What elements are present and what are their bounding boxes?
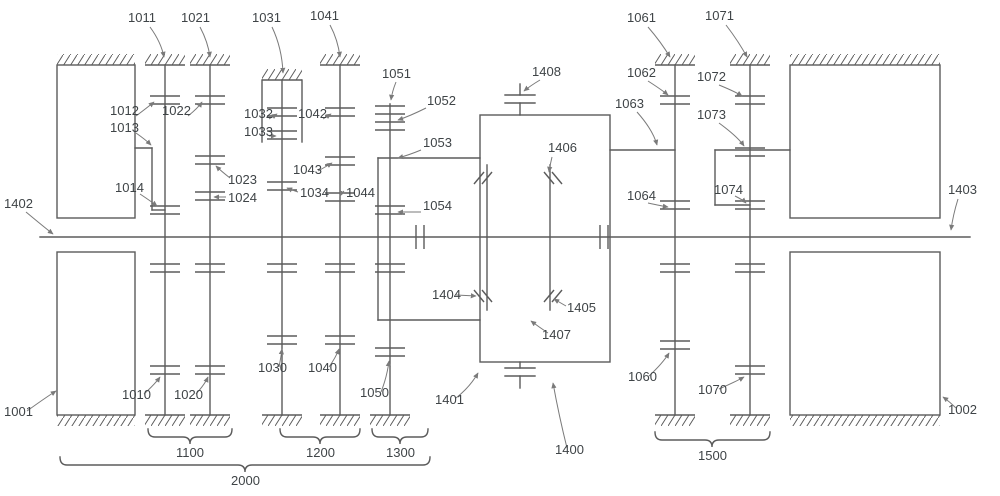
label-1408: 1408 (532, 64, 561, 79)
label-1043: 1043 (293, 162, 322, 177)
bevel-gear-bottom-right-1405 (543, 289, 563, 303)
label-1402: 1402 (4, 196, 33, 211)
label-1050: 1050 (360, 385, 389, 400)
ground-bottom-282 (261, 414, 303, 427)
label-1044: 1044 (346, 185, 375, 200)
label-1024: 1024 (228, 190, 257, 205)
left-housing-block (56, 54, 136, 426)
bevel-gear-top-right-1406 (543, 171, 563, 185)
label-1074: 1074 (714, 182, 743, 197)
label-1012: 1012 (110, 103, 139, 118)
brace-1500 (654, 431, 771, 448)
label-1034: 1034 (300, 185, 329, 200)
bottom-clutch-1400 (504, 361, 536, 389)
differential-assembly (473, 83, 611, 389)
connector-links (134, 79, 791, 321)
leader-lines (25, 24, 959, 449)
ground-bottom-675 (654, 414, 696, 427)
label-1300: 1300 (386, 445, 415, 460)
label-1200: 1200 (306, 445, 335, 460)
ground-bottom-340 (319, 414, 361, 427)
brace-2000 (59, 456, 431, 473)
label-1040: 1040 (308, 360, 337, 375)
ground-1071 (729, 53, 771, 66)
right-housing-block (789, 54, 941, 426)
differential-cage (486, 164, 551, 311)
label-1010: 1010 (122, 387, 151, 402)
ground-bottom-165 (144, 414, 186, 427)
label-1031: 1031 (252, 10, 281, 25)
label-1070: 1070 (698, 382, 727, 397)
label-1021: 1021 (181, 10, 210, 25)
group-braces (59, 428, 771, 473)
label-1030: 1030 (258, 360, 287, 375)
top-clutch-1408 (504, 83, 536, 116)
label-1500: 1500 (698, 448, 727, 463)
gear-symbols (149, 95, 766, 375)
label-1063: 1063 (615, 96, 644, 111)
ground-bottom-210 (189, 414, 231, 427)
ground-bottom-750 (729, 414, 771, 427)
label-1053: 1053 (423, 135, 452, 150)
label-1072: 1072 (697, 69, 726, 84)
label-1020: 1020 (174, 387, 203, 402)
label-1401: 1401 (435, 392, 464, 407)
label-1011: 1011 (128, 10, 156, 25)
label-1042: 1042 (298, 106, 327, 121)
label-1403: 1403 (948, 182, 977, 197)
reference-labels: 1011 1021 1031 1041 1061 1071 1051 1408 … (4, 8, 977, 488)
label-1407: 1407 (542, 327, 571, 342)
label-1014: 1014 (115, 180, 144, 195)
label-1023: 1023 (228, 172, 257, 187)
differential-case (479, 114, 611, 363)
label-1051: 1051 (382, 66, 411, 81)
ground-anchors (144, 53, 771, 427)
brace-1200 (279, 428, 361, 445)
label-1405: 1405 (567, 300, 596, 315)
ground-bottom-390 (369, 414, 411, 427)
label-1062: 1062 (627, 65, 656, 80)
label-1041: 1041 (310, 8, 339, 23)
label-1022: 1022 (162, 103, 191, 118)
label-2000: 2000 (231, 473, 260, 488)
label-1064: 1064 (627, 188, 656, 203)
ground-1061 (654, 53, 696, 66)
label-1002: 1002 (948, 402, 977, 417)
label-1400: 1400 (555, 442, 584, 457)
bevel-gear-bottom-left-1404 (473, 289, 493, 303)
label-1001: 1001 (4, 404, 33, 419)
gear-shafts (164, 64, 751, 416)
ground-1011 (144, 53, 186, 66)
label-1071: 1071 (705, 8, 734, 23)
brace-1300 (371, 428, 429, 445)
brace-1100 (147, 428, 233, 445)
label-1013: 1013 (110, 120, 139, 135)
label-1100: 1100 (176, 445, 204, 460)
label-1061: 1061 (627, 10, 656, 25)
label-1032: 1032 (244, 106, 273, 121)
label-1404: 1404 (432, 287, 461, 302)
label-1060: 1060 (628, 369, 657, 384)
label-1052: 1052 (427, 93, 456, 108)
ground-1031 (261, 68, 303, 81)
bevel-gear-top-left (473, 171, 493, 185)
label-1054: 1054 (423, 198, 452, 213)
label-1033: 1033 (244, 124, 273, 139)
label-1073: 1073 (697, 107, 726, 122)
label-1406: 1406 (548, 140, 577, 155)
